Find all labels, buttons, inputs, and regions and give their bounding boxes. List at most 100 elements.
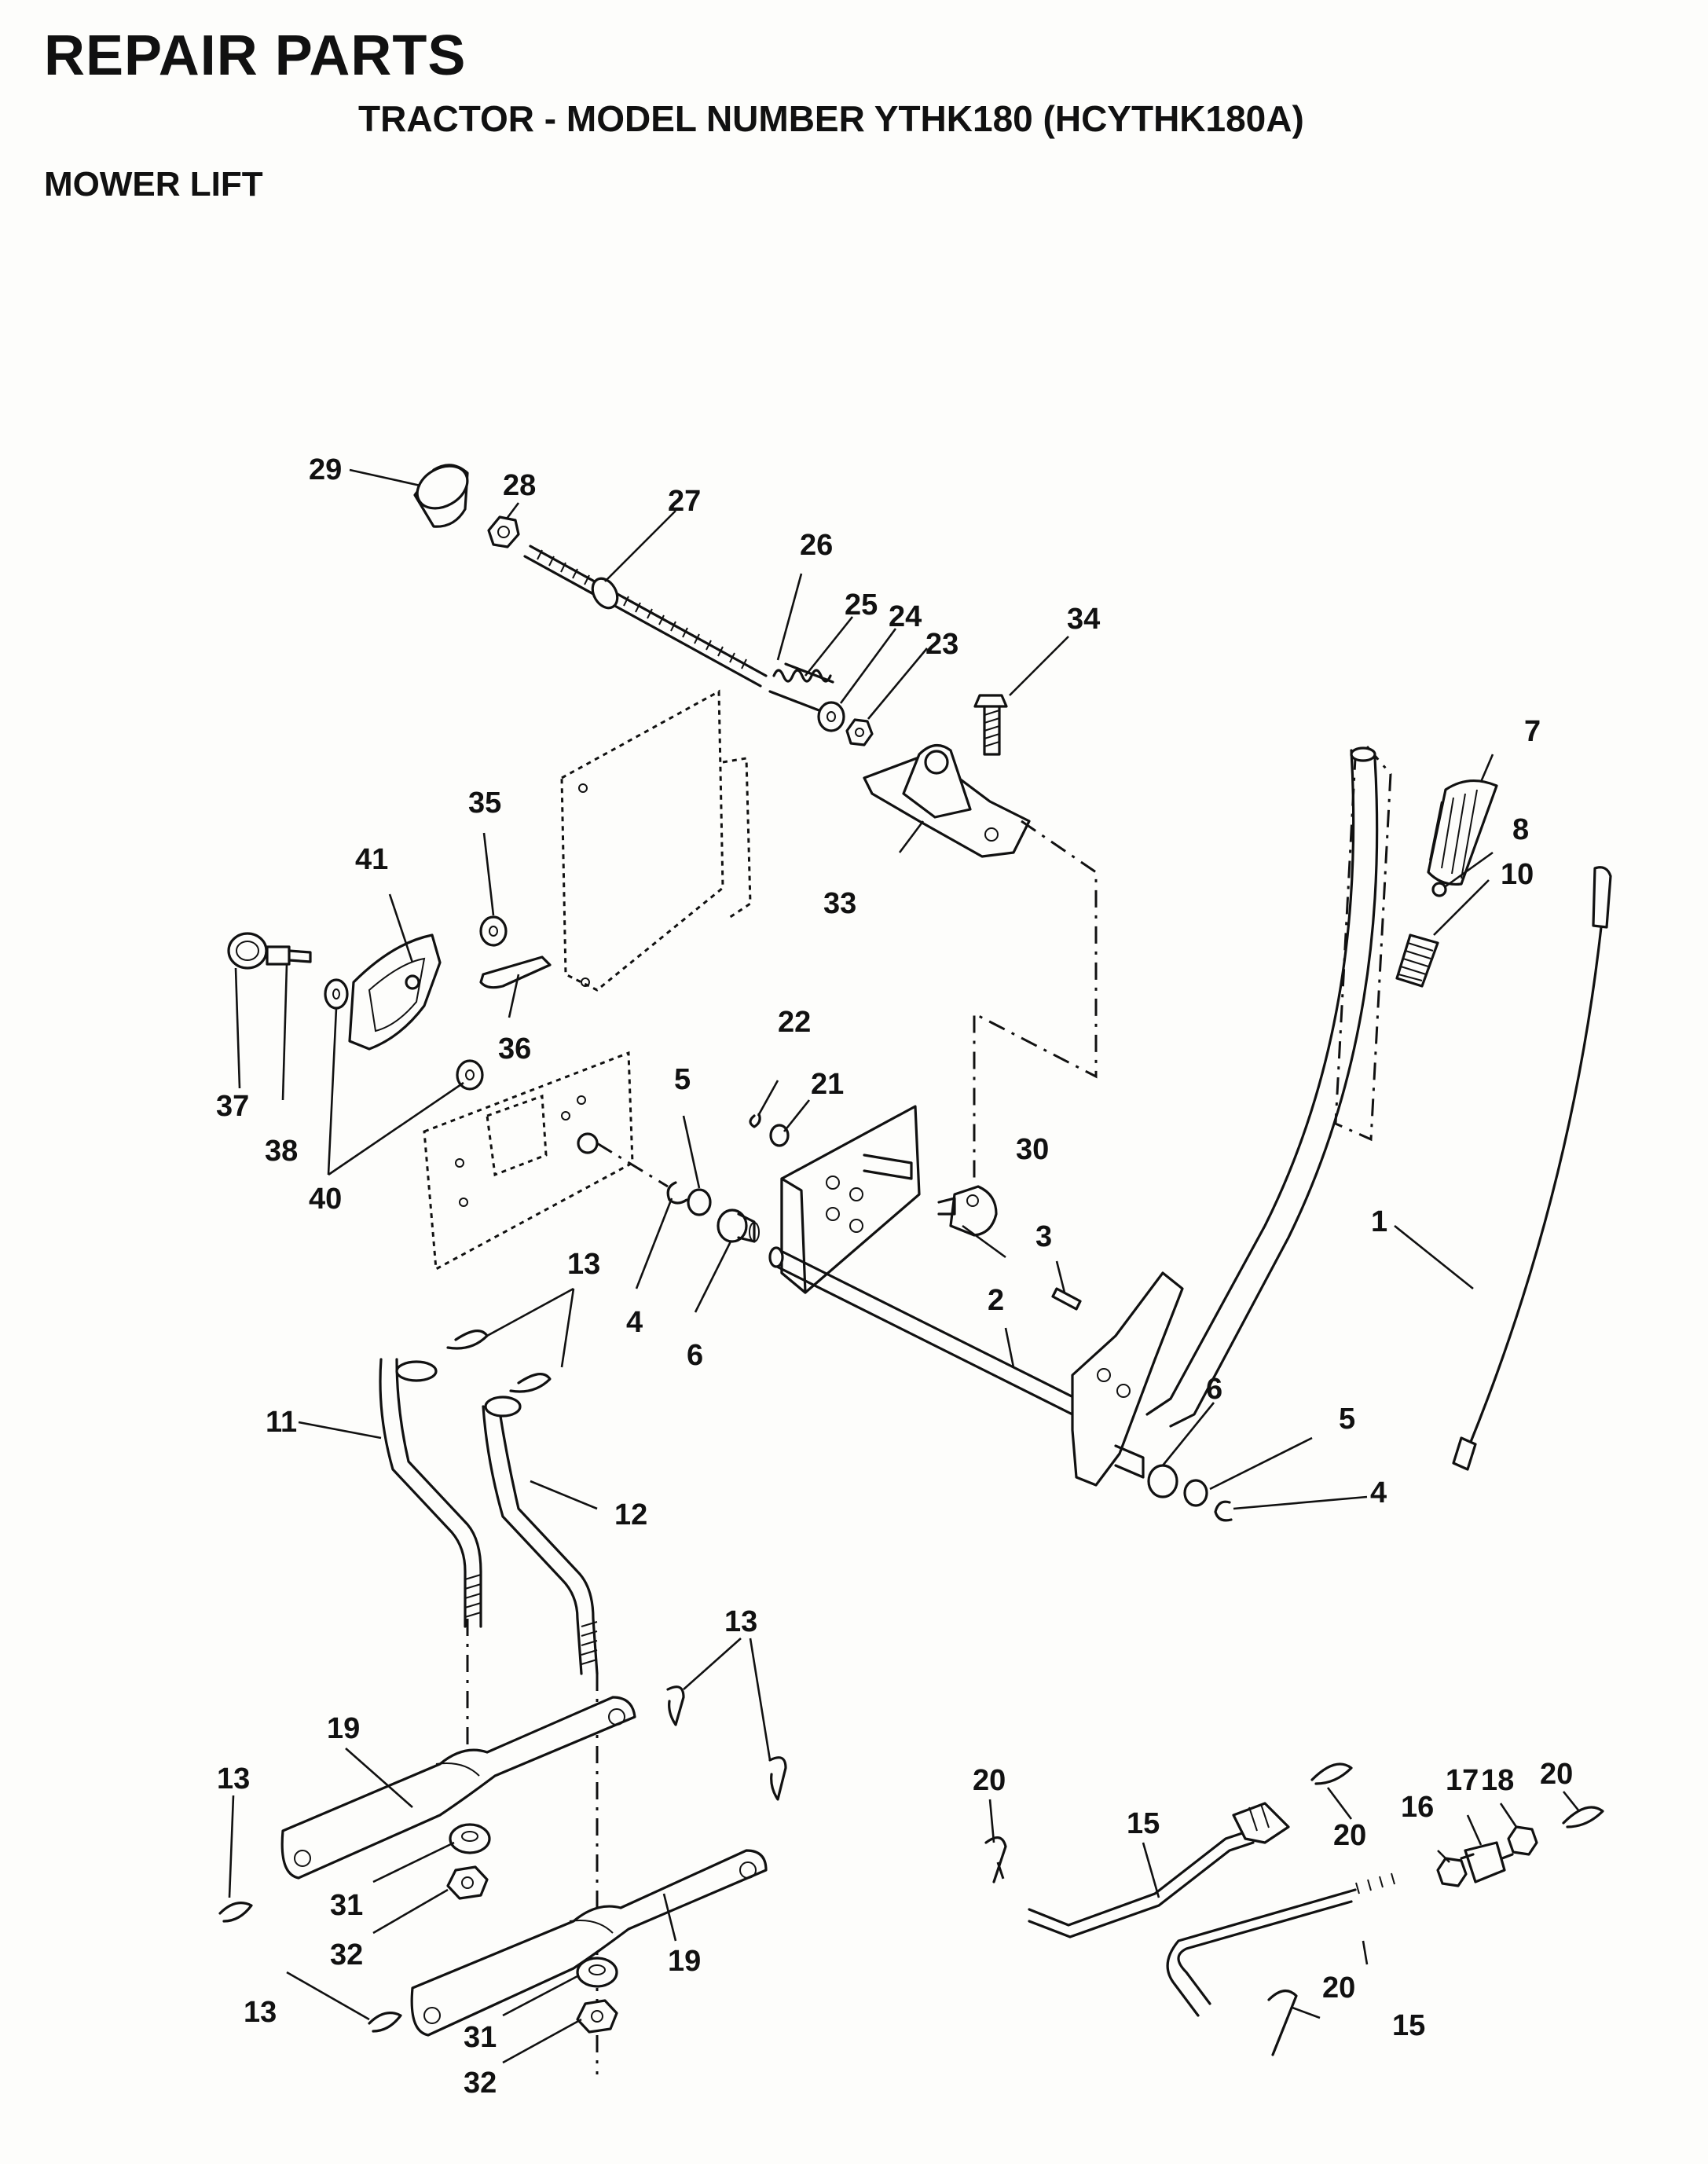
- spring-25: [768, 662, 834, 713]
- washer-5-left: [687, 1188, 712, 1216]
- callout-25: 25: [845, 589, 878, 622]
- callout-2: 2: [988, 1284, 1004, 1317]
- page-title: REPAIR PARTS: [44, 24, 467, 87]
- washer-21: [769, 1124, 790, 1147]
- retaining-ring-4-right: [1214, 1500, 1233, 1522]
- knob-29: [413, 464, 469, 528]
- callout-1: 1: [1371, 1205, 1387, 1238]
- section-heading: MOWER LIFT: [44, 165, 263, 204]
- lift-shaft-2: [768, 1246, 1094, 1424]
- bushing-6-left: [717, 1209, 760, 1243]
- washer-24: [817, 701, 845, 732]
- centerline-handle: [1334, 746, 1392, 1142]
- link-pin-15-upper: [1028, 1802, 1290, 1938]
- callout-41: 41: [355, 843, 388, 876]
- spring-10: [1395, 933, 1439, 988]
- callout-34: 34: [1067, 603, 1100, 636]
- nut-32-upper: [446, 1865, 489, 1900]
- shoulder-bolt-38: [266, 945, 312, 966]
- callout-31-lower: 31: [464, 2021, 497, 2054]
- callout-10: 10: [1501, 858, 1534, 891]
- callout-7: 7: [1524, 715, 1541, 748]
- nut-32-lower: [576, 1999, 618, 2034]
- callout-19-upper: 19: [327, 1712, 360, 1745]
- clip-20-d: [1267, 1990, 1298, 2056]
- trunnion-17: [1460, 1841, 1514, 1883]
- callout-23: 23: [925, 628, 958, 661]
- lift-handle: [1145, 746, 1379, 1428]
- callout-11: 11: [266, 1406, 297, 1439]
- side-bracket-outline: [423, 1051, 634, 1271]
- clip-13-arm-a: [666, 1685, 685, 1726]
- callout-24: 24: [889, 600, 922, 633]
- grip-7: [1427, 779, 1498, 886]
- lift-plate: [780, 1105, 921, 1294]
- callout-36: 36: [498, 1032, 531, 1065]
- washer-40-top: [324, 978, 349, 1010]
- callout-3: 3: [1035, 1220, 1052, 1253]
- callout-27: 27: [668, 485, 701, 518]
- callout-26: 26: [800, 529, 833, 562]
- callout-13-bottom: 13: [244, 1996, 277, 2029]
- callout-20-mid: 20: [1333, 1819, 1366, 1852]
- collar-30: [937, 1185, 998, 1237]
- callout-13-arm: 13: [724, 1605, 757, 1638]
- nut-16: [1436, 1857, 1468, 1887]
- callout-20-bottom: 20: [1322, 1971, 1355, 2004]
- clip-20-a: [984, 1836, 1007, 1883]
- bolt-34: [973, 694, 1008, 756]
- pin-3: [1051, 1287, 1082, 1311]
- callout-15-lower: 15: [1392, 2009, 1425, 2042]
- callout-15-upper: 15: [1127, 1807, 1160, 1840]
- callout-35: 35: [468, 787, 501, 820]
- clip-36: [479, 955, 552, 989]
- callout-4-right: 4: [1370, 1476, 1387, 1509]
- leader-lines: [228, 468, 1581, 2064]
- nut-18: [1507, 1825, 1538, 1856]
- washer-35: [479, 915, 508, 947]
- callout-40: 40: [309, 1183, 342, 1216]
- callout-18: 18: [1481, 1764, 1514, 1797]
- callout-labels: 29 28 27 26 25 24 23 34 33 7 8 10 1 30 3…: [216, 453, 1573, 2100]
- bushing-31-lower: [576, 1957, 618, 1988]
- callout-29: 29: [309, 453, 342, 486]
- callout-28: 28: [503, 469, 536, 502]
- retaining-ring-4-left: [666, 1181, 688, 1205]
- bushing-31-upper: [449, 1823, 491, 1854]
- washer-5-right: [1183, 1479, 1208, 1507]
- bracket-33: [863, 744, 1031, 858]
- lift-link-11: [379, 1358, 482, 1628]
- lift-arm-19-upper: [280, 1696, 636, 1880]
- ball-8: [1431, 882, 1447, 897]
- callout-21: 21: [811, 1068, 844, 1101]
- callout-6-left: 6: [687, 1339, 703, 1372]
- bushing-6-right: [1114, 1444, 1178, 1498]
- clip-13-left-a: [218, 1902, 253, 1923]
- callout-19-lower: 19: [668, 1945, 701, 1978]
- callout-30: 30: [1016, 1133, 1049, 1166]
- callout-13-left: 13: [217, 1762, 250, 1795]
- callout-13-upper: 13: [567, 1248, 600, 1281]
- link-pin-15-lower: [1166, 1872, 1395, 2017]
- centerline-shaft: [596, 1142, 669, 1188]
- callout-12: 12: [614, 1498, 647, 1531]
- nut-23: [845, 718, 874, 746]
- lift-rod-1: [1452, 866, 1612, 1471]
- callout-17: 17: [1446, 1764, 1479, 1797]
- callout-22: 22: [778, 1006, 811, 1039]
- clip-13-upper-a: [446, 1330, 489, 1350]
- callout-5-left: 5: [674, 1063, 691, 1096]
- model-number-heading: TRACTOR - MODEL NUMBER YTHK180 (HCYTHK18…: [358, 98, 1304, 139]
- centerline-bracket: [973, 820, 1098, 1179]
- callout-5-right: 5: [1339, 1403, 1355, 1436]
- callout-16: 16: [1401, 1791, 1434, 1824]
- callout-32-upper: 32: [330, 1938, 363, 1971]
- clip-20-b: [1310, 1762, 1353, 1785]
- clip-20-c: [1562, 1806, 1604, 1828]
- callout-37: 37: [216, 1090, 249, 1123]
- callout-6-right: 6: [1206, 1373, 1222, 1406]
- callout-38: 38: [265, 1135, 298, 1168]
- frame-plate-outline: [560, 689, 752, 992]
- callout-20-right: 20: [1540, 1758, 1573, 1791]
